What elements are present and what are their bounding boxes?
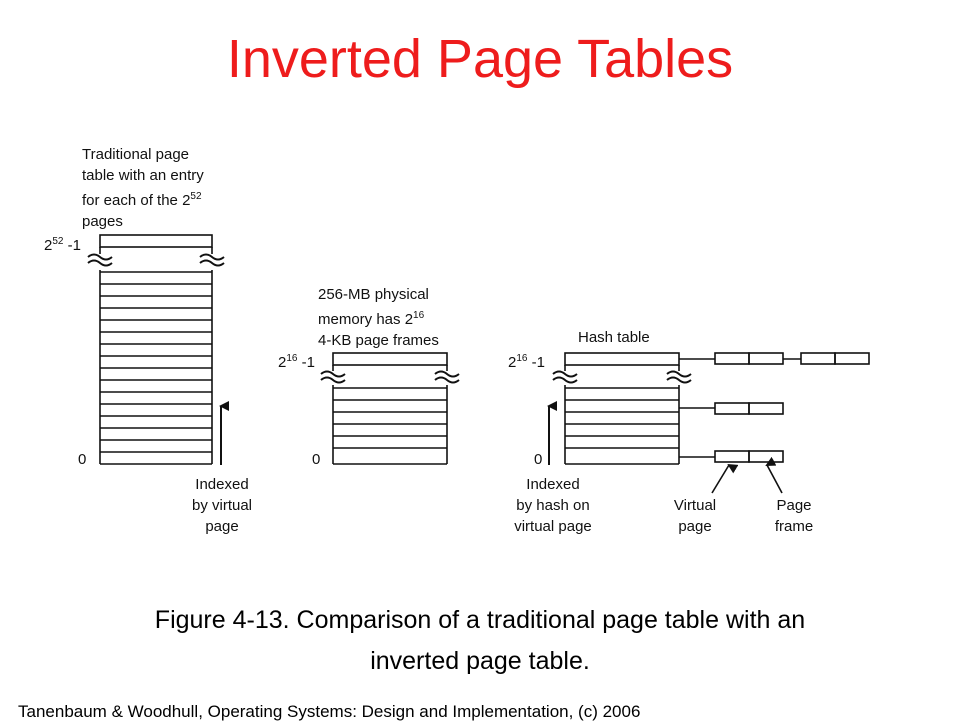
traditional-bottom-index: 0 bbox=[78, 451, 87, 468]
break-mark-icon bbox=[552, 370, 692, 384]
hash-index-label: Indexed by hash on virtual page bbox=[514, 476, 592, 535]
traditional-page-table bbox=[87, 234, 225, 465]
hash-table bbox=[552, 352, 692, 465]
physical-memory-table bbox=[320, 352, 460, 465]
virtual-page-label: Virtual page bbox=[673, 497, 717, 535]
physical-top-index: 216 -1 bbox=[278, 353, 315, 371]
physical-bottom-index: 0 bbox=[312, 451, 321, 468]
break-mark-icon bbox=[320, 370, 460, 384]
page-frame-label: Page frame bbox=[774, 497, 814, 535]
physical-description: 256-MB physical memory has 216 4-KB page… bbox=[318, 286, 439, 349]
hash-top-index: 216 -1 bbox=[508, 353, 545, 371]
hash-chains bbox=[679, 352, 870, 463]
hash-table-title: Hash table bbox=[578, 329, 650, 346]
virtual-page-arrow-icon bbox=[711, 463, 739, 494]
traditional-description: Traditional page table with an entry for… bbox=[82, 146, 204, 230]
page-frame-arrow-icon bbox=[765, 456, 783, 494]
figure-caption-line-1: Figure 4-13. Comparison of a traditional… bbox=[154, 606, 806, 634]
hash-bottom-index: 0 bbox=[534, 451, 543, 468]
break-mark-icon bbox=[87, 253, 225, 267]
figure-caption-line-2: inverted page table. bbox=[370, 647, 590, 675]
credit-footer: Tanenbaum & Woodhull, Operating Systems:… bbox=[18, 702, 641, 721]
traditional-index-label: Indexed by virtual page bbox=[191, 476, 253, 535]
slide-title: Inverted Page Tables bbox=[226, 29, 734, 89]
traditional-top-index: 252 -1 bbox=[44, 236, 81, 254]
